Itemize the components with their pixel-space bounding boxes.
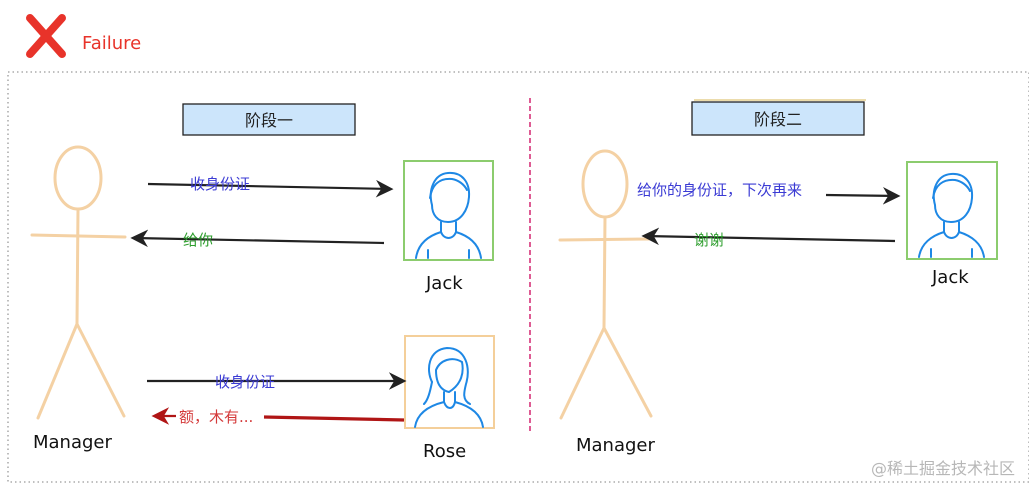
failure-x-icon (26, 14, 66, 58)
phase2-title: 阶段二 (754, 110, 802, 129)
rose-label-phase1: Rose (423, 441, 466, 462)
male-person-icon (415, 171, 482, 259)
jack-label-phase2: Jack (931, 267, 969, 288)
arrow-thanks-to-manager (641, 227, 896, 246)
manager-figure-phase2 (558, 149, 653, 420)
jack-label-phase1: Jack (425, 273, 463, 294)
msg-collect-id-jack: 收身份证 (190, 175, 250, 193)
msg-thanks: 谢谢 (694, 231, 724, 249)
watermark: @稀土掘金技术社区 (871, 459, 1015, 478)
manager-figure-phase1 (30, 145, 127, 420)
outer-frame (7, 71, 1029, 483)
phase2-title-box (691, 101, 865, 136)
msg-none: 额，木有... (179, 408, 253, 426)
msg-return-id: 给你的身份证，下次再来 (637, 181, 802, 199)
msg-give: 给你 (183, 231, 213, 249)
arrow-return-id-to-jack (825, 187, 901, 205)
arrow-give-to-manager (130, 229, 385, 248)
failure-label: Failure (82, 33, 141, 54)
jack-avatar-phase2 (906, 161, 998, 260)
manager-label-phase1: Manager (33, 432, 112, 453)
manager-label-phase2: Manager (576, 435, 655, 456)
phase1-title-box (182, 103, 356, 136)
msg-collect-id-rose: 收身份证 (215, 373, 275, 391)
male-person-icon (918, 172, 985, 258)
rose-avatar-phase1 (404, 335, 495, 429)
female-person-icon (414, 347, 484, 428)
arrow-none-to-manager (263, 415, 405, 422)
phase1-title: 阶段一 (245, 111, 293, 130)
arrow-collect-id-to-jack (147, 179, 394, 198)
jack-avatar-phase1 (403, 160, 494, 261)
